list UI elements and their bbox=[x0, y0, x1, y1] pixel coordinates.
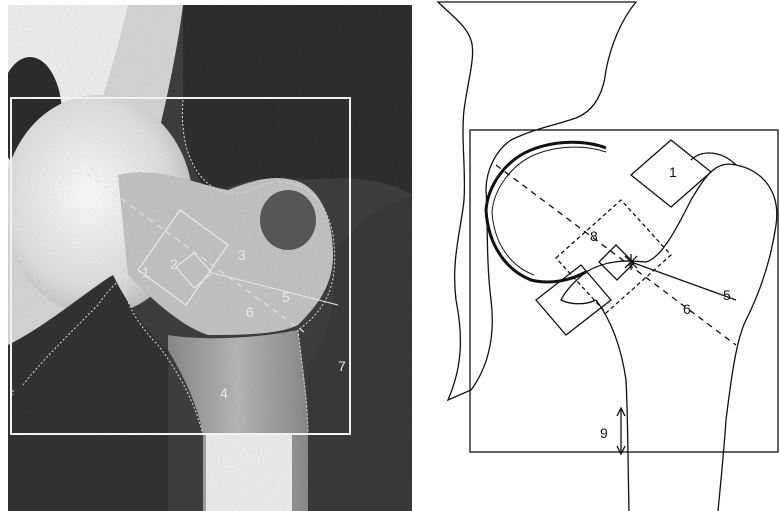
pelvis-outline bbox=[438, 2, 636, 400]
diagram-label-8: 8 bbox=[590, 228, 598, 244]
diagram-label-1: 1 bbox=[669, 164, 677, 180]
scan-label-2: 2 bbox=[170, 256, 178, 272]
diagram-wards-box bbox=[599, 245, 634, 280]
diagram-label-9: 9 bbox=[600, 425, 608, 441]
femoral-head-inner-outline bbox=[492, 147, 606, 275]
diagram-roi-box bbox=[470, 130, 778, 452]
trochanter-dark-spot bbox=[260, 190, 316, 250]
trochanter-top bbox=[691, 153, 736, 165]
femur-line-diagram: 1 5 6 8 9 bbox=[436, 0, 780, 511]
diagram-wards-search-area bbox=[556, 200, 671, 313]
femoral-head-outline bbox=[486, 142, 606, 282]
diagram-label-6: 6 bbox=[683, 301, 691, 317]
dxa-scan-image: 1 2 3 4 5 6 7 bbox=[8, 5, 412, 511]
diagram-label-5: 5 bbox=[723, 287, 731, 303]
scan-label-5: 5 bbox=[282, 289, 290, 305]
diagram-neck-baseline bbox=[631, 262, 736, 300]
acetabulum-dark bbox=[183, 5, 412, 195]
scan-label-4: 4 bbox=[220, 385, 228, 401]
scan-label-6: 6 bbox=[246, 304, 254, 320]
scan-label-3: 3 bbox=[238, 247, 246, 263]
diagram-neck-axis bbox=[496, 165, 736, 345]
scan-label-7: 7 bbox=[338, 358, 346, 374]
shaft-bright-lower bbox=[206, 435, 292, 511]
femur-diagram-svg: 1 5 6 8 9 bbox=[436, 0, 780, 511]
femur-medial-outline bbox=[596, 300, 629, 511]
femur-lateral-outline bbox=[586, 164, 777, 511]
dxa-scan-svg: 1 2 3 4 5 6 7 bbox=[8, 5, 412, 511]
diagram-neck-region-lower bbox=[536, 265, 611, 335]
scan-label-1: 1 bbox=[142, 264, 150, 280]
